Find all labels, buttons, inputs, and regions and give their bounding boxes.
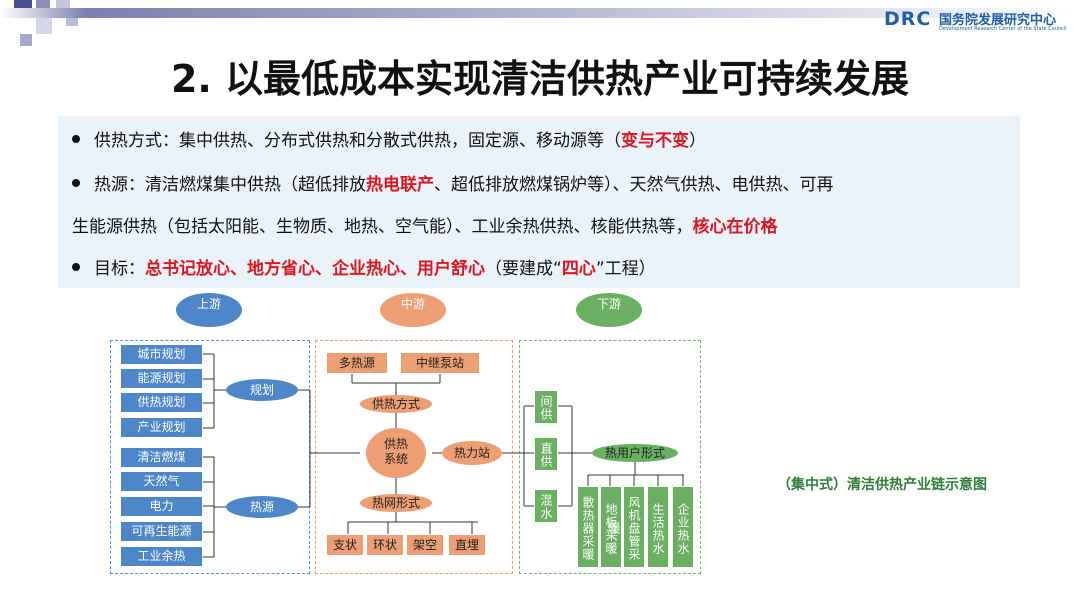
diagram-caption: （集中式）清洁供热产业链示意图 [777,477,987,493]
upstream-source-box: 电力 [120,496,203,517]
supply-type-box: 间供 [534,390,558,424]
heat-station-node: 热力站 [442,441,502,465]
mid-multi-source-box: 多热源 [326,352,388,374]
stage-label: 上游 [196,297,221,311]
bullet-panel: 供热方式：集中供热、分布式供热和分散式供热，固定源、移动源等（变与不变） 热源：… [58,116,1020,288]
upstream-plan-box: 供热规划 [120,392,203,413]
logo-abbreviation: DRC [884,8,932,30]
bullet-dot [72,135,80,143]
user-form-box: 散热器采暖 [577,486,599,568]
header-bar [0,8,1080,18]
upstream-source-box: 清洁燃煤 [120,447,203,468]
user-form-node: 热用户形式 [592,444,678,462]
user-form-box: 风机盘管采暖 [607,486,645,568]
bullet-goal: 目标：总书记放心、地方省心、企业热心、用户舒心（要建成“四心”工程） [72,254,656,279]
user-form-box: 企业热水 [672,486,694,568]
upstream-source-box: 可再生能源 [120,521,203,542]
bullet-supply-mode: 供热方式：集中供热、分布式供热和分散式供热，固定源、移动源等（变与不变） [72,126,706,151]
user-form-box: 地板采暖 [600,486,622,568]
network-type-box: 环状 [366,534,404,556]
bullet-highlight: 热电联产 [366,175,434,195]
network-type-box: 架空 [406,534,444,556]
stage-label: 中游 [400,297,425,311]
bullet-text: 目标： [94,259,145,279]
bullet-highlight: 四心 [561,259,596,279]
user-form-box: 生活热水 [647,486,669,568]
upstream-plan-box: 能源规划 [120,368,203,389]
midstream-region [315,340,513,574]
stage-tag-midstream: 中游 [380,293,446,327]
stage-label: 下游 [596,297,621,311]
bullet-dot [72,179,80,187]
heating-system-node: 供热 系统 [366,428,426,478]
supply-type-box: 混水 [534,489,558,523]
stage-tag-upstream: 上游 [176,293,242,327]
bullet-text: 生能源供热（包括太阳能、生物质、地热、空气能）、工业余热供热、核能供热等， [72,217,693,237]
stage-tag-downstream: 下游 [576,293,642,327]
network-type-box: 直埋 [448,534,486,556]
upstream-plan-box: 城市规划 [120,344,203,365]
bullet-text: 热源：清洁燃煤集中供热（超低排放 [94,175,366,195]
bullet-highlight: 核心在价格 [692,217,778,237]
logo-english-name: Development Research Center of the State… [939,26,1067,32]
plan-node: 规划 [226,379,298,401]
bullet-text: ） [689,131,706,151]
bullet-text: ”工程） [595,259,656,279]
bullet-text: 供热方式：集中供热、分布式供热和分散式供热，固定源、移动源等（ [94,131,621,151]
heating-method-node: 供热方式 [360,395,432,413]
network-type-box: 支状 [326,534,364,556]
downstream-region [519,340,701,574]
bullet-text: （要建成“ [485,259,562,279]
upstream-source-box: 天然气 [120,471,203,492]
mid-relay-pump-box: 中继泵站 [400,352,480,374]
bullet-heat-source-cont: 生能源供热（包括太阳能、生物质、地热、空气能）、工业余热供热、核能供热等，核心在… [72,212,778,237]
supply-type-box: 直供 [534,437,558,471]
bullet-text: 、超低排放燃煤锅炉等）、天然气供热、电供热、可再 [434,175,834,195]
logo-chinese-name: 国务院发展研究中心 [939,13,1057,28]
upstream-plan-box: 产业规划 [120,417,203,438]
network-form-node: 热网形式 [360,494,432,512]
bullet-dot [72,263,80,271]
slide-title: 2. 以最低成本实现清洁供热产业可持续发展 [170,57,910,101]
bullet-heat-source: 热源：清洁燃煤集中供热（超低排放热电联产、超低排放燃煤锅炉等）、天然气供热、电供… [72,170,834,195]
bullet-highlight: 总书记放心、地方省心、企业热心、用户舒心 [145,259,485,279]
upstream-source-box: 工业余热 [120,546,203,567]
bullet-highlight: 变与不变 [621,131,689,151]
source-node: 热源 [226,496,298,518]
